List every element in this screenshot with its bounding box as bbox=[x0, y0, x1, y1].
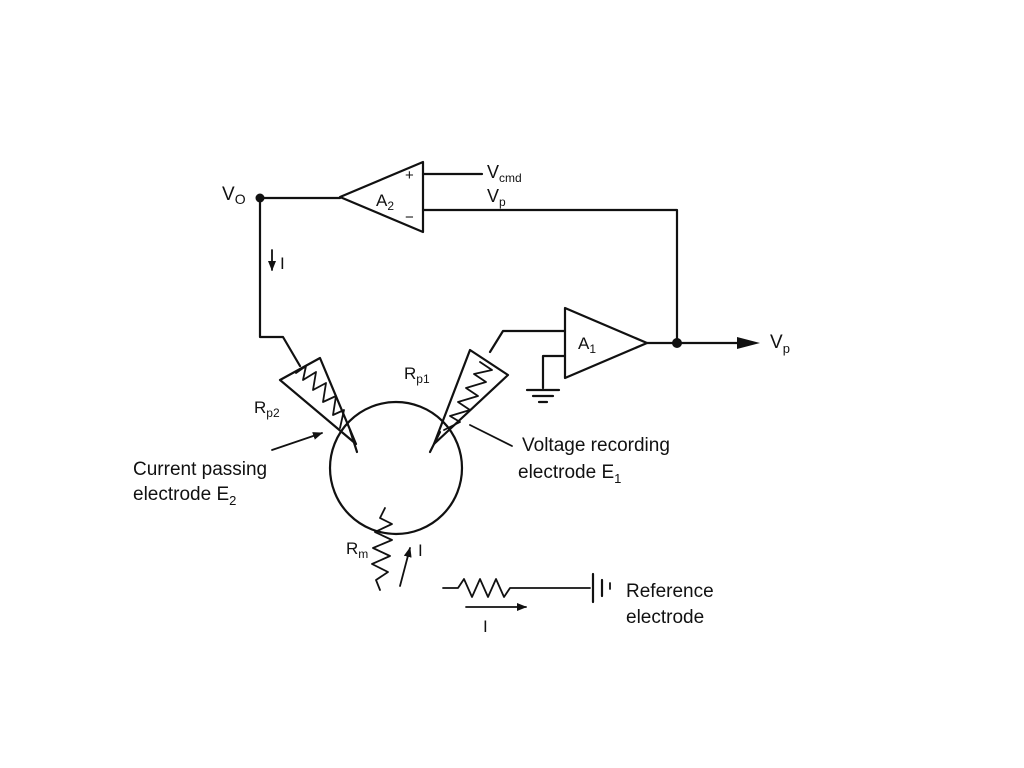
rp2-label-sub: p2 bbox=[266, 406, 280, 420]
current-label-bottom: I bbox=[483, 617, 488, 636]
voltage-recording-line2: electrode E bbox=[518, 462, 614, 483]
rm-variable-arrow bbox=[399, 547, 412, 587]
svg-text:Vcmd: Vcmd bbox=[487, 162, 522, 185]
vp-node bbox=[672, 338, 682, 348]
e2-pointer bbox=[271, 432, 323, 451]
ground-symbol bbox=[525, 388, 561, 404]
a1-input-wire bbox=[488, 329, 567, 354]
rp1-label: R bbox=[404, 364, 416, 383]
svg-text:VO: VO bbox=[222, 184, 246, 207]
vp-output-arrow bbox=[737, 337, 760, 349]
current-label-membrane: I bbox=[418, 541, 423, 560]
vp-feedback-label-sub: p bbox=[499, 195, 506, 209]
amplifier-a2: A2 + − bbox=[338, 160, 425, 234]
rp1-label-sub: p1 bbox=[416, 372, 430, 386]
rp2-resistor bbox=[295, 365, 345, 429]
rm-label: R bbox=[346, 539, 358, 558]
svg-text:A1: A1 bbox=[578, 334, 596, 356]
a2-plus-sign: + bbox=[405, 167, 414, 184]
svg-text:Rp2: Rp2 bbox=[254, 398, 280, 420]
reference-line2: electrode bbox=[626, 607, 704, 628]
vp-output-label: V bbox=[770, 332, 783, 353]
cell bbox=[328, 400, 464, 536]
vo-label: V bbox=[222, 184, 235, 205]
vp-output-label-sub: p bbox=[783, 341, 790, 356]
current-wire bbox=[258, 196, 302, 368]
svg-text:electrode: electrode bbox=[626, 607, 704, 628]
vcmd-label: V bbox=[487, 162, 499, 182]
rm-resistor bbox=[371, 507, 393, 591]
svg-text:Reference: Reference bbox=[626, 581, 714, 602]
svg-text:electrode E1: electrode E1 bbox=[518, 462, 621, 486]
svg-text:Current passing: Current passing bbox=[133, 459, 267, 480]
vp-feedback-label: V bbox=[487, 186, 499, 206]
e1-pointer bbox=[469, 424, 513, 447]
voltage-recording-line1: Voltage recording bbox=[522, 435, 670, 456]
amplifier-a1: A1 bbox=[563, 306, 649, 380]
current-passing-sub: 2 bbox=[229, 493, 236, 508]
svg-text:electrode E2: electrode E2 bbox=[133, 484, 236, 508]
vo-label-sub: O bbox=[235, 191, 246, 207]
svg-text:Voltage recording: Voltage recording bbox=[522, 435, 670, 456]
rp2-label: R bbox=[254, 398, 266, 417]
current-passing-line2: electrode E bbox=[133, 484, 229, 505]
svg-text:Rm: Rm bbox=[346, 539, 368, 561]
reference-line1: Reference bbox=[626, 581, 714, 602]
reference-resistor bbox=[442, 578, 591, 598]
current-passing-line1: Current passing bbox=[133, 459, 267, 480]
a1-ground-wire bbox=[541, 354, 567, 390]
current-label-top: I bbox=[280, 254, 285, 273]
a1-label-sub: 1 bbox=[589, 342, 596, 356]
svg-text:Vp: Vp bbox=[487, 186, 506, 209]
a2-minus-sign: − bbox=[405, 209, 414, 226]
rm-label-sub: m bbox=[358, 547, 368, 561]
rp1-resistor bbox=[443, 361, 493, 431]
voltage-recording-sub: 1 bbox=[614, 471, 621, 486]
feedback-wire bbox=[421, 208, 679, 344]
vcmd-label-sub: cmd bbox=[499, 171, 522, 185]
electrode-e1 bbox=[428, 348, 510, 454]
a2-label-sub: 2 bbox=[387, 199, 394, 213]
electrode-e2 bbox=[278, 356, 359, 454]
svg-text:A2: A2 bbox=[376, 191, 394, 213]
a1-label: A bbox=[578, 334, 590, 353]
svg-text:Rp1: Rp1 bbox=[404, 364, 430, 386]
reference-electrode-symbol bbox=[591, 572, 611, 604]
a2-label: A bbox=[376, 191, 388, 210]
svg-text:Vp: Vp bbox=[770, 332, 790, 356]
